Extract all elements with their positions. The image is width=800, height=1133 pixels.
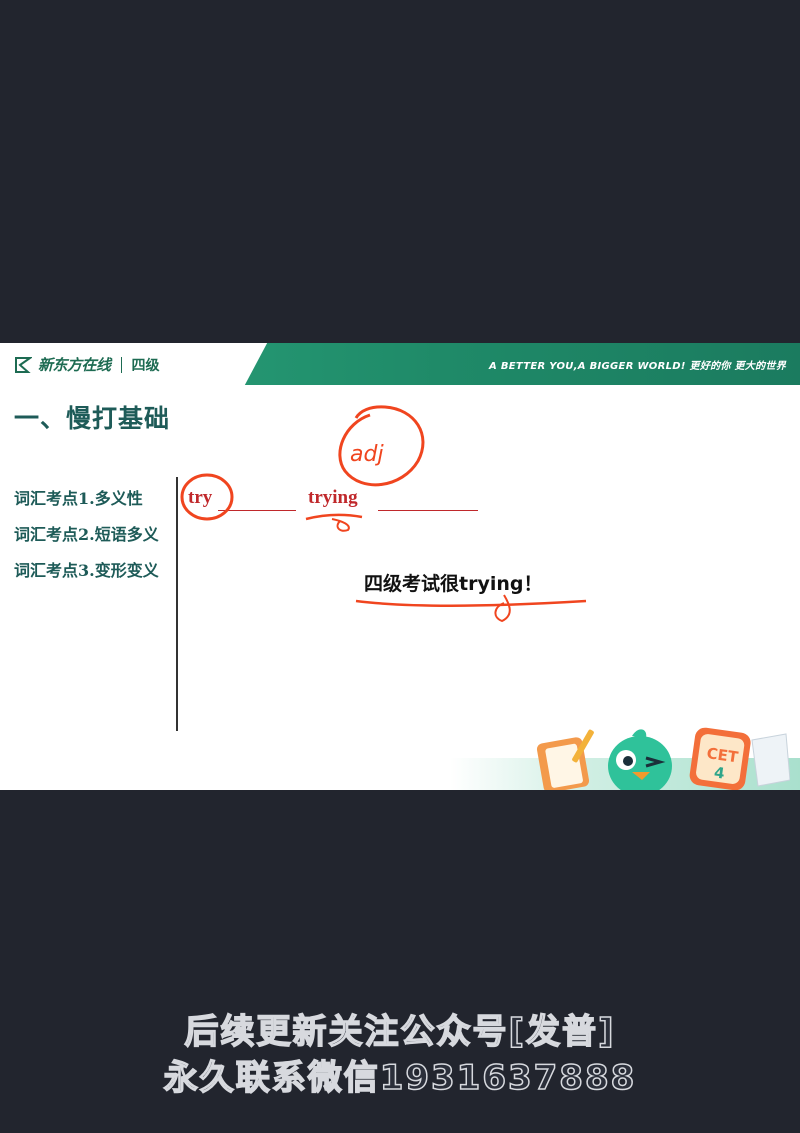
underline-annotation	[494, 594, 511, 623]
brand-logo: 新东方在线 四级	[14, 354, 160, 375]
vocab-point: 词汇考点3.变形变义	[14, 561, 159, 580]
badge-label: CET	[706, 744, 740, 766]
vocab-point: 词汇考点2.短语多义	[14, 525, 159, 544]
brand-slogan: A BETTER YOU,A BIGGER WORLD! 更好的你 更大的世界	[489, 361, 786, 372]
brand-mark-icon	[15, 356, 32, 373]
vocab-point-list: 词汇考点1.多义性 词汇考点2.短语多义 词汇考点3.变形变义	[14, 487, 159, 595]
bird-mascot	[608, 736, 672, 790]
vocab-point: 词汇考点1.多义性	[14, 489, 143, 508]
mascot-illustration: CET 4	[536, 727, 790, 790]
logo-divider	[120, 356, 122, 373]
divider-line	[176, 477, 178, 731]
keyword-try: try	[188, 487, 213, 508]
handwritten-note: adj	[350, 442, 384, 467]
brand-name: 新东方在线	[38, 356, 111, 374]
pencil-icon	[572, 729, 594, 763]
watermark-line-1: 后续更新关注公众号[发普]	[184, 1011, 616, 1053]
lecture-slide: 新东方在线 四级 A BETTER YOU,A BIGGER WORLD! 更好…	[0, 343, 800, 790]
keyword-trying: trying	[308, 487, 358, 508]
badge-level: 4	[713, 763, 726, 782]
example-sentence: 四级考试很trying！	[364, 573, 543, 595]
circle-annotation	[338, 405, 425, 487]
watermark-line-2: 永久联系微信1931637888	[163, 1057, 637, 1099]
underline-annotation	[355, 599, 587, 607]
blank-line	[378, 510, 478, 511]
underline-annotation	[305, 513, 363, 521]
course-level: 四级	[131, 357, 160, 374]
underline-annotation	[331, 518, 350, 532]
paper-icon	[751, 733, 790, 787]
slide-header: 新东方在线 四级 A BETTER YOU,A BIGGER WORLD! 更好…	[0, 343, 800, 385]
section-title: 一、慢打基础	[14, 404, 171, 433]
blank-line	[218, 510, 296, 511]
